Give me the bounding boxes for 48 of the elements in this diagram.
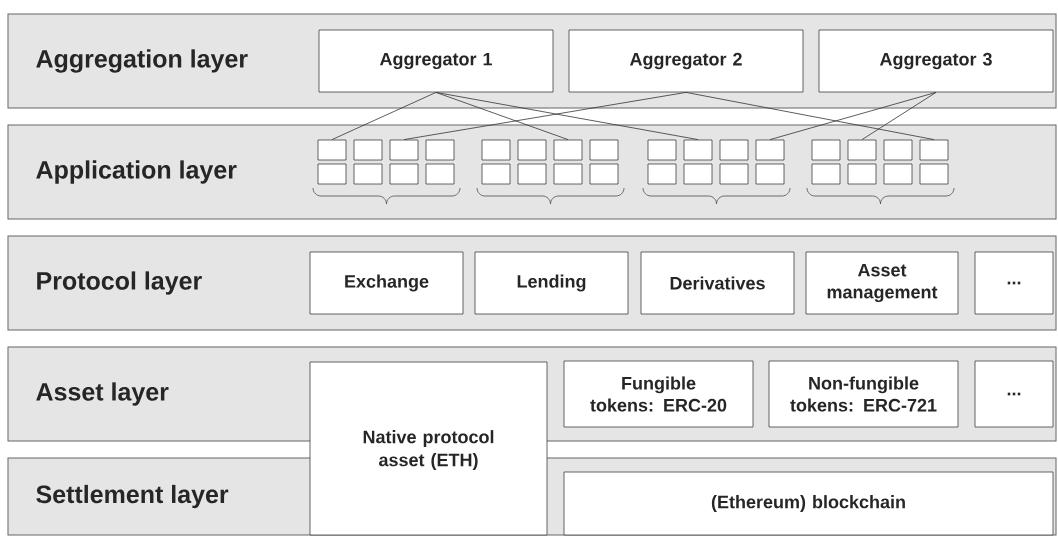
box-node: ... xyxy=(974,251,1054,315)
app-box xyxy=(353,139,383,161)
app-box xyxy=(589,163,619,185)
box-node: Lending xyxy=(474,251,629,315)
box-node: Native protocol asset (ETH) xyxy=(309,361,548,536)
app-box xyxy=(919,139,949,161)
app-box xyxy=(755,163,785,185)
app-box xyxy=(883,163,913,185)
box-node: Exchange xyxy=(309,251,464,315)
connector-line xyxy=(685,92,935,140)
box-node: Aggregator 1 xyxy=(318,29,554,93)
app-box xyxy=(425,139,455,161)
app-box xyxy=(317,163,347,185)
box-node: Asset management xyxy=(805,251,959,315)
box-node: ... xyxy=(974,360,1054,428)
box-node: Fungible tokens: ERC-20 xyxy=(563,360,754,428)
app-box xyxy=(647,163,677,185)
app-box xyxy=(481,139,511,161)
app-box xyxy=(811,163,841,185)
app-box xyxy=(811,139,841,161)
box-node: Aggregator 3 xyxy=(818,29,1054,93)
app-box xyxy=(517,163,547,185)
app-box xyxy=(683,139,713,161)
app-box xyxy=(683,163,713,185)
box-node: (Ethereum) blockchain xyxy=(563,471,1054,536)
app-box xyxy=(847,163,877,185)
connector-line xyxy=(861,92,937,140)
app-box xyxy=(647,139,677,161)
app-box xyxy=(389,163,419,185)
app-box xyxy=(883,139,913,161)
app-box xyxy=(481,163,511,185)
box-node: Aggregator 2 xyxy=(568,29,804,93)
app-box xyxy=(919,163,949,185)
app-box xyxy=(755,139,785,161)
app-box xyxy=(353,163,383,185)
app-box xyxy=(317,139,347,161)
box-node: Derivatives xyxy=(640,251,795,315)
connector-line xyxy=(435,92,569,140)
app-box xyxy=(389,139,419,161)
app-box xyxy=(719,139,749,161)
app-box xyxy=(425,163,455,185)
app-box xyxy=(589,139,619,161)
app-box xyxy=(847,139,877,161)
box-node: Non-fungible tokens: ERC-721 xyxy=(768,360,959,428)
app-box xyxy=(553,163,583,185)
app-box xyxy=(719,163,749,185)
app-box xyxy=(553,139,583,161)
app-box xyxy=(517,139,547,161)
